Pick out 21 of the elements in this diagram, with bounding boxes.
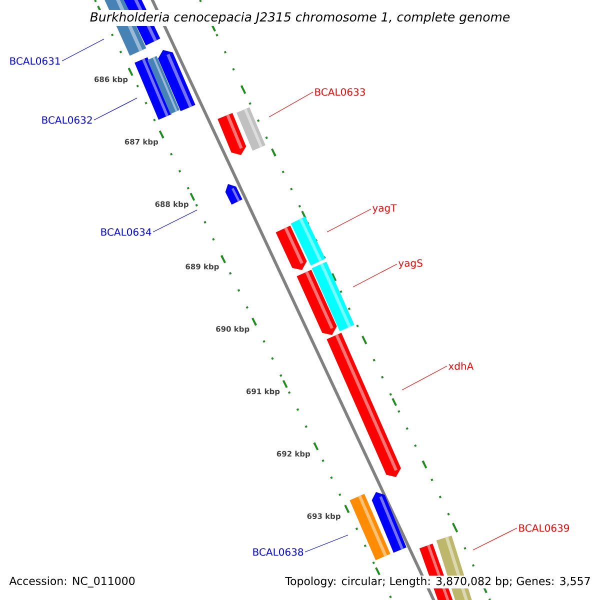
leader-line	[62, 38, 104, 62]
leader-line	[326, 208, 372, 232]
gene-label: BCAL0633	[315, 88, 365, 96]
leader-line	[268, 92, 314, 118]
gene-label: BCAL0634	[101, 228, 152, 236]
gene-label: xdhA	[448, 362, 474, 370]
title: Burkholderia cenocepacia J2315 chromosome 1, complete genome	[88, 10, 512, 26]
gene-label: yagS	[398, 259, 422, 269]
leader-line	[352, 264, 398, 288]
accession-text: Accession: NC_011000	[8, 576, 136, 588]
leader-line	[402, 366, 448, 390]
gene-label: BCAL0631	[10, 57, 60, 65]
leader-line	[152, 210, 198, 232]
leader-line	[472, 528, 518, 550]
leader-line	[94, 98, 138, 120]
gene-label: yagT	[372, 204, 397, 214]
leader-line	[304, 534, 348, 552]
gene-label: BCAL0639	[519, 524, 570, 532]
summary-text: Topology: circular; Length: 3,870,082 bp; Genes: 3,557	[284, 576, 592, 588]
gene-label: BCAL0638	[253, 548, 304, 556]
gene-label: BCAL0632	[42, 116, 92, 124]
